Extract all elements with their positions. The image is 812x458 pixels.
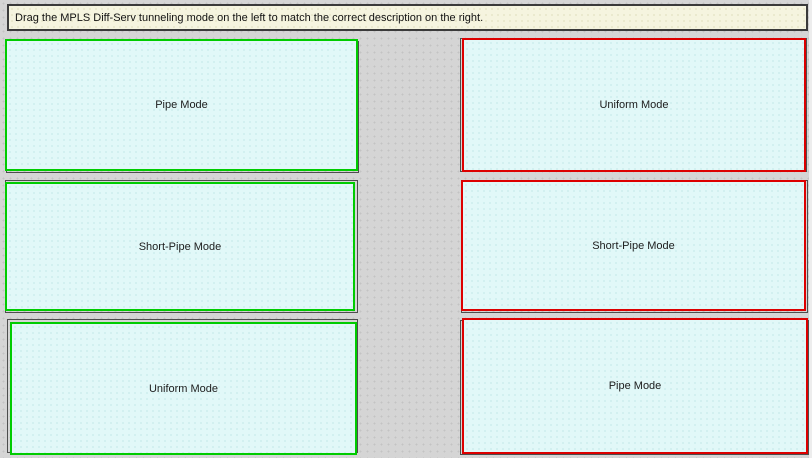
drag-card-uniform-mode[interactable]: Uniform Mode	[10, 322, 357, 455]
drop-card-label: Short-Pipe Mode	[592, 239, 675, 252]
drag-card-short-pipe-mode[interactable]: Short-Pipe Mode	[5, 182, 355, 311]
drop-card-label: Pipe Mode	[608, 380, 662, 392]
drop-card-uniform-mode[interactable]: Uniform Mode	[462, 38, 806, 172]
instruction-bar: Drag the MPLS Diff-Serv tunneling mode o…	[7, 4, 808, 31]
drag-card-pipe-mode[interactable]: Pipe Mode	[5, 39, 358, 171]
window-right-edge	[809, 0, 812, 458]
instruction-text: Drag the MPLS Diff-Serv tunneling mode o…	[15, 11, 484, 24]
drag-card-label: Uniform Mode	[148, 382, 219, 395]
drop-card-short-pipe-mode[interactable]: Short-Pipe Mode	[461, 180, 806, 311]
drop-card-pipe-mode[interactable]: Pipe Mode	[462, 318, 808, 454]
drag-card-label: Pipe Mode	[155, 99, 208, 111]
drag-card-label: Short-Pipe Mode	[138, 240, 222, 253]
drop-card-label: Uniform Mode	[599, 99, 669, 111]
